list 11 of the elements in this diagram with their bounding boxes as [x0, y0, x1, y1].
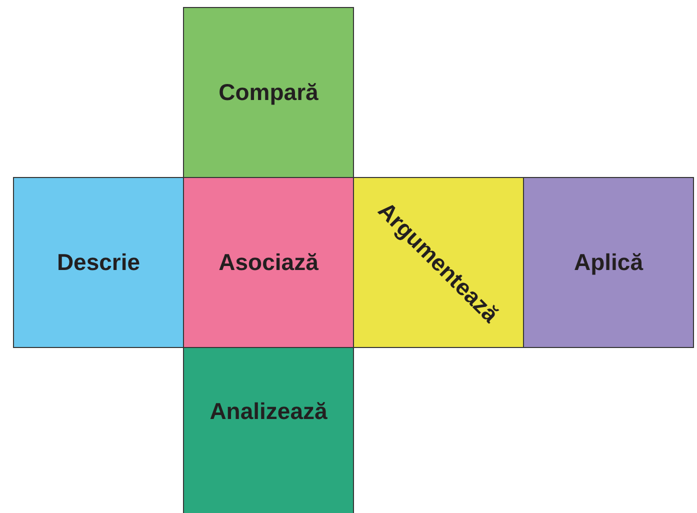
cube-face: [13, 177, 184, 348]
cube-face: [183, 347, 354, 513]
face-label: Asociază: [218, 249, 318, 276]
face-label: Descrie: [56, 249, 140, 276]
cube-face: [183, 7, 354, 178]
face-label: Aplică: [574, 249, 644, 276]
face-label: Analizează: [210, 398, 328, 425]
cube-face: [353, 177, 524, 348]
cube-face: [183, 177, 354, 348]
face-label: Compară: [218, 79, 318, 106]
cube-face: [523, 177, 694, 348]
